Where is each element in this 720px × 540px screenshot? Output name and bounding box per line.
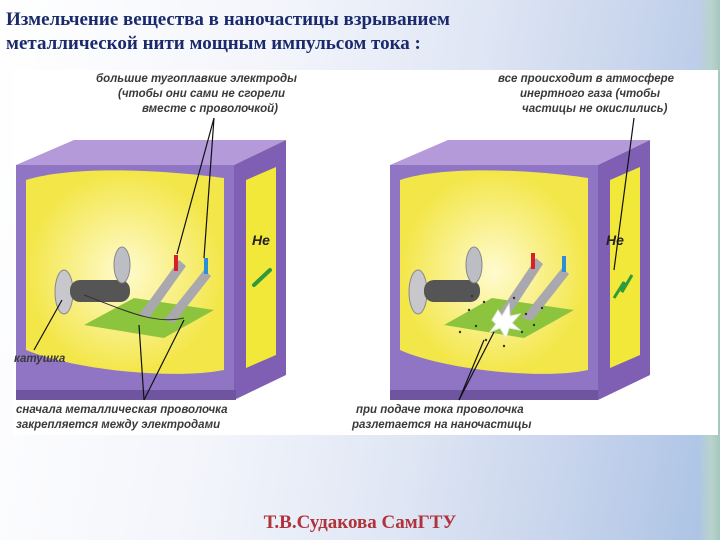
right-window — [610, 167, 640, 368]
left-electrode-1 — [139, 260, 186, 318]
caption-start-line-1: сначала металлическая проволочка — [16, 404, 228, 416]
right-chamber-bottom — [390, 390, 598, 400]
caption-atmosphere-line-3: частицы не окислились) — [522, 103, 668, 115]
caption-atmosphere-line-1: все происходит в атмосфере — [498, 73, 675, 85]
caption-electrodes-line-1: большие тугоплавкие электроды — [96, 73, 297, 85]
caption-end-line-2: разлетается на наночастицы — [351, 419, 532, 431]
caption-coil: катушка — [14, 353, 66, 365]
left-wire — [83, 294, 185, 321]
left-chamber-top — [16, 140, 286, 165]
slide-title: Измельчение вещества в наночастицы взрыв… — [6, 8, 706, 56]
right-electrode-1 — [499, 258, 543, 316]
right-electrode-2 — [522, 268, 569, 321]
caption-end: при подаче тока проволочка разлетается н… — [351, 404, 532, 431]
caption-electrodes-line-2: (чтобы они сами не сгорели — [118, 88, 285, 100]
caption-start-line-2: закрепляется между электродами — [16, 419, 220, 431]
diagram-svg: He He — [14, 73, 675, 431]
left-window — [246, 167, 276, 368]
left-wire-icon — [252, 268, 272, 287]
right-gas-label: He — [606, 232, 624, 248]
pointer-lines — [33, 117, 635, 401]
left-clamp-blue — [204, 258, 208, 274]
caption-atmosphere: все происходит в атмосфере инертного газ… — [498, 73, 675, 115]
caption-end-line-1: при подаче тока проволочка — [356, 404, 524, 416]
caption-atmosphere-line-2: инертного газа (чтобы — [520, 88, 660, 100]
left-electrode-2 — [164, 270, 211, 323]
left-chamber-bottom — [16, 390, 236, 400]
left-rod-disc — [113, 246, 131, 284]
caption-start: сначала металлическая проволочка закрепл… — [16, 404, 228, 431]
right-chamber: He — [390, 140, 650, 400]
author-footer: Т.В.Судакова СамГТУ — [263, 512, 457, 533]
left-clamp-red — [174, 255, 178, 271]
right-chamber-top — [390, 140, 650, 165]
explosion-burst-icon — [488, 302, 522, 340]
caption-electrodes-line-3: вместе с проволочкой) — [142, 103, 278, 115]
right-rod — [424, 280, 480, 302]
right-rod-disc — [465, 246, 483, 284]
diagram-figure: He He — [14, 70, 718, 435]
nanoparticles — [458, 294, 544, 348]
left-rod — [70, 280, 130, 302]
right-clamp-red — [531, 253, 535, 269]
left-gas-label: He — [252, 232, 270, 248]
right-spark-icon — [612, 274, 634, 299]
caption-electrodes: большие тугоплавкие электроды (чтобы они… — [96, 73, 297, 115]
title-line-2: металлической нити мощным импульсом тока… — [6, 33, 421, 54]
left-chamber: He — [16, 140, 286, 400]
right-clamp-blue — [562, 256, 566, 272]
title-line-1: Измельчение вещества в наночастицы взрыв… — [6, 9, 450, 30]
